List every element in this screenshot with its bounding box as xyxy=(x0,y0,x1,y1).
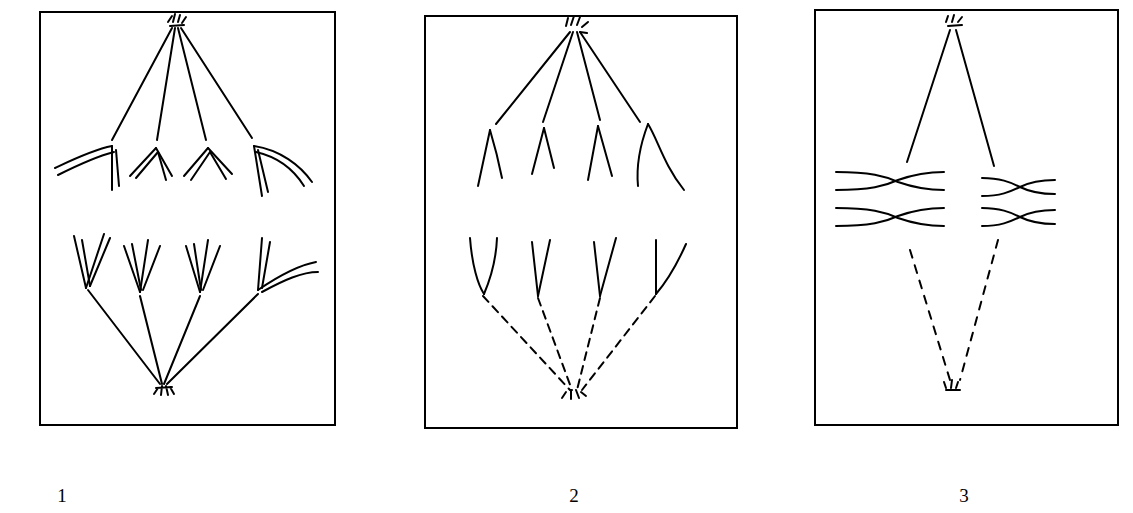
chromosome-line xyxy=(594,242,600,296)
spindle-fibre-line xyxy=(543,32,573,122)
chromosome-line xyxy=(210,152,226,179)
spindle-pole-line xyxy=(562,390,586,399)
spindle-pole xyxy=(562,16,588,399)
chromosome-line xyxy=(478,130,490,186)
panel-2-figure xyxy=(470,16,686,399)
spindle-fibre-line xyxy=(157,28,175,140)
chromosome-line xyxy=(656,244,686,294)
spindle-fibre xyxy=(88,28,258,384)
spindle-fibre xyxy=(910,240,998,380)
bivalent-line xyxy=(836,172,944,190)
bivalent-line xyxy=(982,210,1055,226)
spindle-pole-line xyxy=(168,14,186,26)
bivalent-line xyxy=(836,172,944,190)
spindle-fibre xyxy=(483,296,655,390)
bivalent-line xyxy=(982,180,1055,196)
chromosome-line xyxy=(532,242,538,296)
spindle-fibre-line xyxy=(956,30,994,166)
chromosome-line xyxy=(90,238,110,286)
chromosome-line xyxy=(600,238,616,296)
chromosome xyxy=(470,124,686,296)
panel-number: 2 xyxy=(569,486,579,505)
chromosome-line xyxy=(258,262,316,290)
spindle-fibre-line xyxy=(582,296,655,390)
spindle-pole-line xyxy=(944,380,960,390)
chromosome-line xyxy=(158,152,166,180)
chromosome-line xyxy=(544,128,554,168)
spindle-fibre-line xyxy=(496,32,570,124)
chromosome-line xyxy=(588,126,598,180)
panel-frames xyxy=(40,10,1118,428)
chromosome-line xyxy=(637,124,648,186)
chromosome-line xyxy=(484,238,497,294)
spindle-pole-line xyxy=(946,15,962,26)
spindle-fibre-line xyxy=(580,32,640,122)
chromosome-line xyxy=(258,150,268,192)
chromosome-line xyxy=(490,130,502,178)
chromosome-line xyxy=(55,146,112,168)
chromosome-line xyxy=(262,272,318,292)
chromosome-line xyxy=(58,152,114,175)
chromosome-line xyxy=(191,152,210,180)
chromosome-line xyxy=(136,152,158,178)
spindle-fibre-line xyxy=(960,240,998,380)
chromosome-line xyxy=(532,128,544,174)
panel-3-figure xyxy=(836,15,1055,390)
panel-frame xyxy=(815,10,1118,425)
chromosome-line xyxy=(655,240,657,294)
spindle-pole xyxy=(154,14,186,395)
chromosome-line xyxy=(598,126,612,176)
spindle-pole-line xyxy=(154,386,174,395)
chromosome-line xyxy=(130,148,156,176)
chromosome-line xyxy=(470,238,484,294)
chromosome-line xyxy=(203,246,220,290)
bivalent xyxy=(836,172,1055,226)
chromosome-line xyxy=(132,244,141,290)
spindle-fibre xyxy=(907,30,994,166)
spindle-fibre-line xyxy=(483,296,570,390)
chromosome xyxy=(55,146,318,292)
spindle-fibre-line xyxy=(577,298,600,390)
chromosome-line xyxy=(258,238,262,290)
spindle-fibre-line xyxy=(88,290,160,384)
chromosome-line xyxy=(111,146,113,190)
spindle-fibre-line xyxy=(140,296,162,384)
chromosome-line xyxy=(648,124,684,190)
panel-number: 3 xyxy=(959,486,969,505)
chromosome-line xyxy=(262,242,270,288)
panel-frame xyxy=(40,12,335,425)
spindle-fibre-line xyxy=(910,250,950,380)
chromosome-line xyxy=(194,244,201,290)
panel-number: 1 xyxy=(57,486,67,505)
chromosome-line xyxy=(143,246,160,290)
spindle-fibre xyxy=(496,32,640,124)
chromosome-line xyxy=(74,236,86,288)
chromosome-line xyxy=(140,240,148,292)
spindle-pole xyxy=(944,15,962,390)
chromosome-line xyxy=(200,240,208,292)
spindle-fibre-line xyxy=(164,296,200,384)
spindle-fibre-line xyxy=(167,294,258,384)
spindle-pole-line xyxy=(566,16,588,33)
bivalent-line xyxy=(836,208,944,226)
chromosome-line xyxy=(116,150,119,186)
bivalent-line xyxy=(836,208,944,226)
spindle-fibre-line xyxy=(181,28,252,138)
chromosome-line xyxy=(538,240,550,296)
panel-frame xyxy=(425,16,737,428)
spindle-fibre-line xyxy=(538,298,572,390)
panel-1-figure xyxy=(55,14,318,395)
spindle-fibre-line xyxy=(112,28,172,140)
spindle-fibre-line xyxy=(907,30,950,162)
